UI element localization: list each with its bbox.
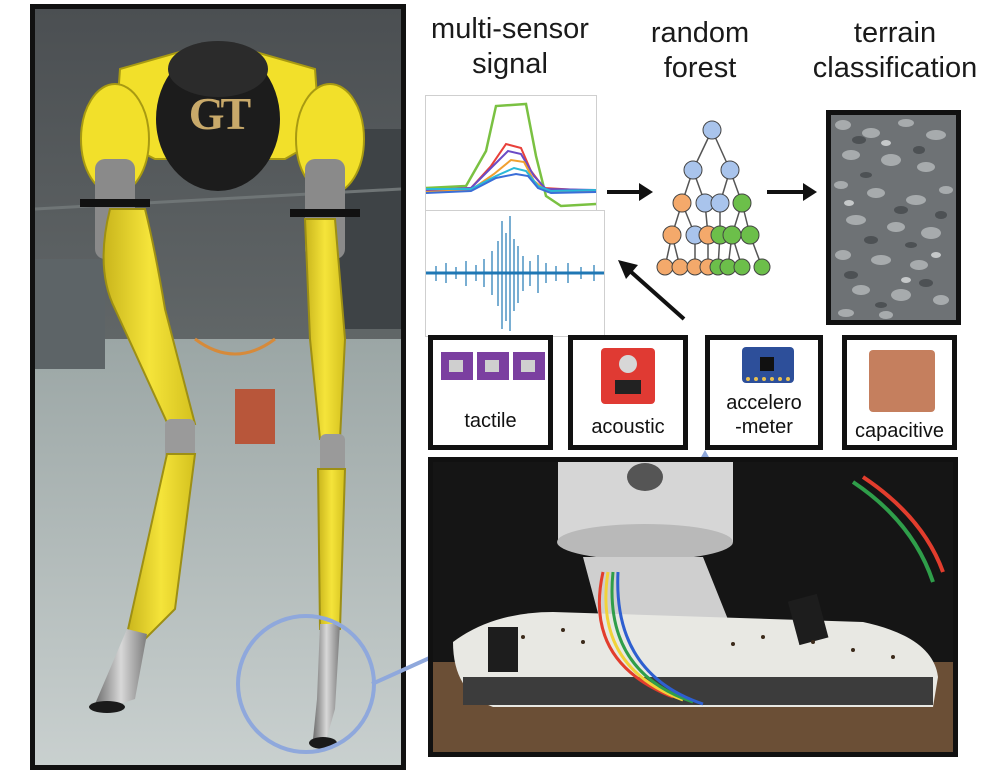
robot-photo bbox=[35, 9, 401, 765]
robot-photo-panel: GT bbox=[30, 4, 406, 770]
header-random-forest: random forest bbox=[615, 16, 785, 86]
gt-logo: GT bbox=[188, 88, 251, 139]
accelerometer-label-line1: accelero bbox=[726, 392, 802, 414]
tactile-sensor-image bbox=[441, 352, 545, 380]
header-terrain: terrain bbox=[853, 17, 937, 49]
capacitive-sensor-image bbox=[869, 350, 935, 412]
header-random: random bbox=[650, 17, 750, 49]
accelerometer-label-line2: -meter bbox=[735, 416, 793, 438]
header-signal: signal bbox=[472, 48, 548, 80]
foot-highlight-circle bbox=[236, 614, 376, 754]
header-classification: classification bbox=[812, 52, 978, 84]
header-terrain-classification: terrain classification bbox=[795, 16, 995, 86]
random-forest-diagram bbox=[656, 120, 771, 276]
acoustic-label: acoustic bbox=[591, 416, 665, 438]
header-forest: forest bbox=[663, 52, 737, 84]
signal-plot-top bbox=[425, 95, 597, 212]
terrain-gravel-image bbox=[826, 110, 961, 325]
acoustic-sensor-image bbox=[601, 348, 655, 404]
header-multi-sensor: multi-sensor bbox=[431, 13, 589, 45]
sensor-accelerometer: accelero -meter bbox=[705, 335, 823, 450]
header-multi-sensor-signal: multi-sensor signal bbox=[415, 12, 605, 82]
foot-sensor-photo bbox=[428, 457, 958, 757]
signal-plot-bottom bbox=[425, 210, 605, 337]
sensor-capacitive: capacitive bbox=[842, 335, 957, 450]
arrow-signal-to-forest bbox=[607, 183, 653, 201]
accelerometer-sensor-image bbox=[742, 347, 794, 383]
arrow-sensors-to-signal bbox=[618, 260, 686, 321]
capacitive-label: capacitive bbox=[855, 420, 944, 442]
sensor-acoustic: acoustic bbox=[568, 335, 688, 450]
sensor-tactile: tactile bbox=[428, 335, 553, 450]
arrow-forest-to-terrain bbox=[767, 183, 817, 201]
tactile-label: tactile bbox=[464, 410, 517, 432]
